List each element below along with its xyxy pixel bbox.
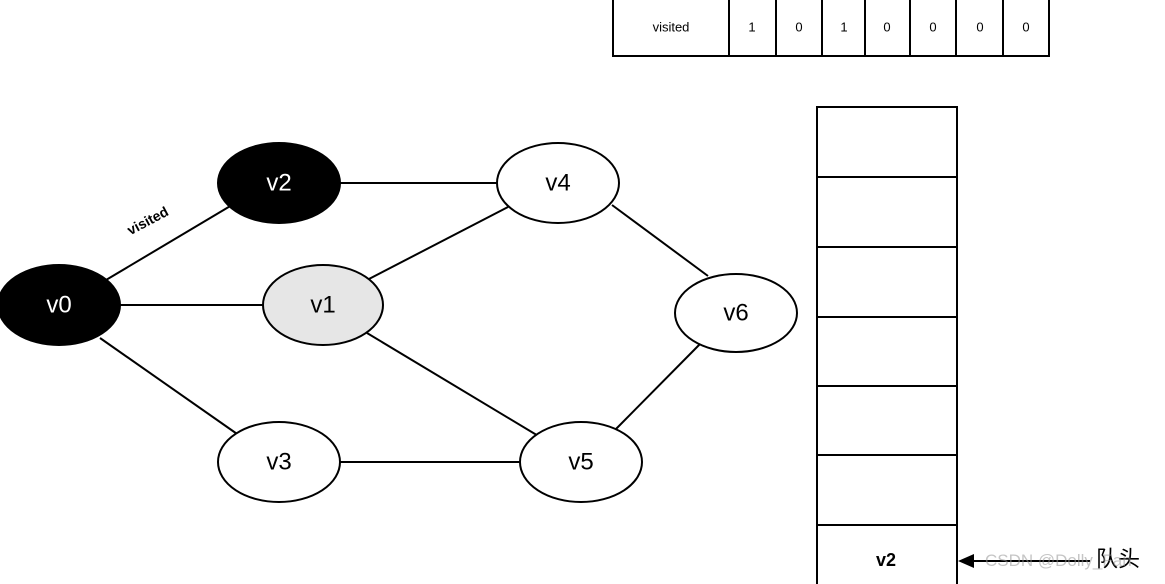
node-v1-label: v1: [310, 292, 335, 319]
queue-cell: [816, 246, 958, 318]
node-v2: v2: [217, 142, 341, 224]
node-v0: v0: [0, 264, 121, 346]
node-v6: v6: [674, 273, 798, 353]
queue-cell: [816, 454, 958, 526]
graph-edges: [99, 182, 709, 463]
queue-cell: [816, 385, 958, 456]
edge-v0-v3: [99, 337, 241, 437]
queue-cell: [816, 106, 958, 178]
node-v1: v1: [262, 264, 384, 346]
node-v4: v4: [496, 142, 620, 224]
node-v6-label: v6: [723, 300, 748, 327]
node-v3: v3: [217, 421, 341, 503]
graph-nodes: v0 v1 v2 v3 v4 v5 v6: [0, 142, 798, 503]
edge-v4-v6: [611, 204, 709, 277]
edge-label-visited: visited: [124, 203, 171, 238]
visited-cell-v5: 0: [976, 20, 983, 35]
queue: v2: [816, 106, 958, 584]
visited-table: visited 1 0 1 0 0 0 0: [612, 0, 1050, 57]
visited-cell-v2: 1: [840, 20, 847, 35]
visited-cell-v4: 0: [929, 20, 936, 35]
arrow-left-icon: [958, 554, 974, 568]
edge-v5-v6: [613, 343, 701, 432]
node-v0-label: v0: [46, 292, 71, 319]
queue-cell-head: [816, 524, 958, 584]
visited-row-label: visited: [653, 20, 690, 35]
visited-cell-v0: 1: [748, 20, 755, 35]
node-v4-label: v4: [545, 170, 570, 197]
queue-head-label: 队头: [1096, 548, 1140, 573]
queue-cell: [816, 176, 958, 248]
queue-head-value: v2: [876, 550, 896, 570]
visited-cell-v6: 0: [1022, 20, 1029, 35]
queue-head-arrow: 队头: [958, 548, 1140, 573]
node-v2-label: v2: [266, 170, 291, 197]
visited-table-frame: [612, 0, 1050, 57]
visited-cell-v1: 0: [795, 20, 802, 35]
edge-v0-v2: [105, 204, 233, 281]
visited-cell-v3: 0: [883, 20, 890, 35]
edge-v1-v5: [366, 332, 541, 438]
node-v3-label: v3: [266, 449, 291, 476]
node-v5: v5: [519, 421, 643, 503]
queue-cell: [816, 316, 958, 387]
node-v5-label: v5: [568, 449, 593, 476]
edge-v1-v4: [366, 206, 509, 281]
